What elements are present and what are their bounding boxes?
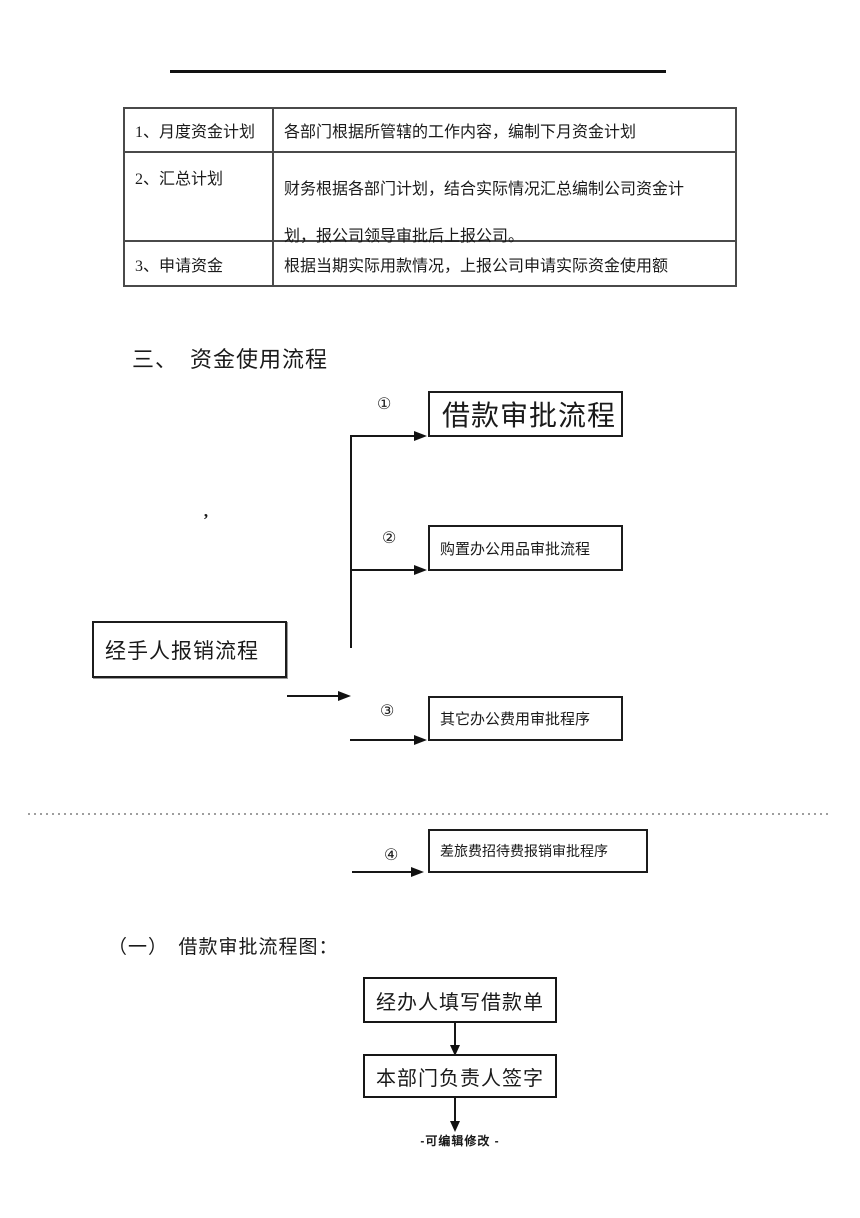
table-label-cell: 2、汇总计划 xyxy=(125,153,274,242)
funding-plan-table: 1、月度资金计划 各部门根据所管辖的工作内容，编制下月资金计划 2、汇总计划 财… xyxy=(123,107,737,287)
flow-box-label: 借款审批流程 xyxy=(442,401,617,432)
flow-box-handler-reimbursement: 经手人报销流程 xyxy=(92,621,287,678)
connector-line xyxy=(287,695,339,697)
arrow-right-icon xyxy=(414,565,427,575)
arrow-down-icon xyxy=(450,1045,460,1056)
table-content-line: 财务根据各部门计划，结合实际情况汇总编制公司资金计 xyxy=(284,181,685,198)
step-box-department-head-sign: 本部门负责人签字 xyxy=(363,1054,557,1098)
flow-box-travel-expenses: 差旅费招待费报销审批程序 xyxy=(428,829,648,873)
connector-line xyxy=(352,871,412,873)
page-break-dotted-divider xyxy=(28,813,831,815)
flow-box-loan-approval: 借款审批流程 xyxy=(428,391,623,437)
arrow-right-icon xyxy=(414,735,427,745)
table-content-cell: 根据当期实际用款情况，上报公司申请实际资金使用额 xyxy=(274,242,735,285)
arrow-down-icon xyxy=(450,1121,460,1132)
arrow-right-icon xyxy=(338,691,351,701)
table-row-label: 1、月度资金计划 xyxy=(135,124,256,141)
branch-number: ④ xyxy=(384,847,399,864)
connector-line xyxy=(350,435,415,437)
flow-box-label: 差旅费招待费报销审批程序 xyxy=(440,845,608,860)
footer-note: -可编辑修改 - xyxy=(420,1134,500,1148)
table-label-cell: 1、月度资金计划 xyxy=(125,109,274,153)
horizontal-rule xyxy=(170,70,666,73)
table-row-label: 3、申请资金 xyxy=(135,257,224,275)
flow-box-label: 经手人报销流程 xyxy=(105,638,259,663)
flow-box-other-expenses: 其它办公费用审批程序 xyxy=(428,696,623,741)
arrow-right-icon xyxy=(411,867,424,877)
section-heading: 三、 资金使用流程 xyxy=(132,347,329,372)
connector-vertical-line xyxy=(350,435,352,648)
step-label: 本部门负责人签字 xyxy=(376,1067,544,1090)
table-row-label: 2、汇总计划 xyxy=(135,171,224,188)
arrow-right-icon xyxy=(414,431,427,441)
branch-number: ③ xyxy=(380,703,395,720)
stray-mark: ’ xyxy=(203,510,209,529)
branch-number: ② xyxy=(382,530,397,547)
flow-box-label: 其它办公费用审批程序 xyxy=(440,712,591,728)
table-content-line: 划，报公司领导审批后上报公司。 xyxy=(284,228,525,245)
table-label-cell: 3、申请资金 xyxy=(125,242,274,285)
table-content-lines: 财务根据各部门计划，结合实际情况汇总编制公司资金计 划，报公司领导审批后上报公司… xyxy=(284,165,684,260)
table-content-line: 根据当期实际用款情况，上报公司申请实际资金使用额 xyxy=(284,257,669,275)
branch-number: ① xyxy=(377,396,392,413)
connector-vertical-line xyxy=(454,1098,456,1122)
connector-line xyxy=(350,569,415,571)
step-label: 经办人填写借款单 xyxy=(376,991,544,1014)
connector-vertical-line xyxy=(454,1023,456,1046)
connector-line xyxy=(350,739,415,741)
flow-box-office-supplies: 购置办公用品审批流程 xyxy=(428,525,623,571)
step-box-fill-loan-form: 经办人填写借款单 xyxy=(363,977,557,1023)
table-content-cell: 财务根据各部门计划，结合实际情况汇总编制公司资金计 划，报公司领导审批后上报公司… xyxy=(274,153,735,245)
subsection-heading: （一） 借款审批流程图： xyxy=(108,937,339,958)
flow-box-label: 购置办公用品审批流程 xyxy=(440,541,591,558)
table-content-line: 各部门根据所管辖的工作内容，编制下月资金计划 xyxy=(284,124,637,141)
table-content-cell: 各部门根据所管辖的工作内容，编制下月资金计划 xyxy=(274,109,735,153)
